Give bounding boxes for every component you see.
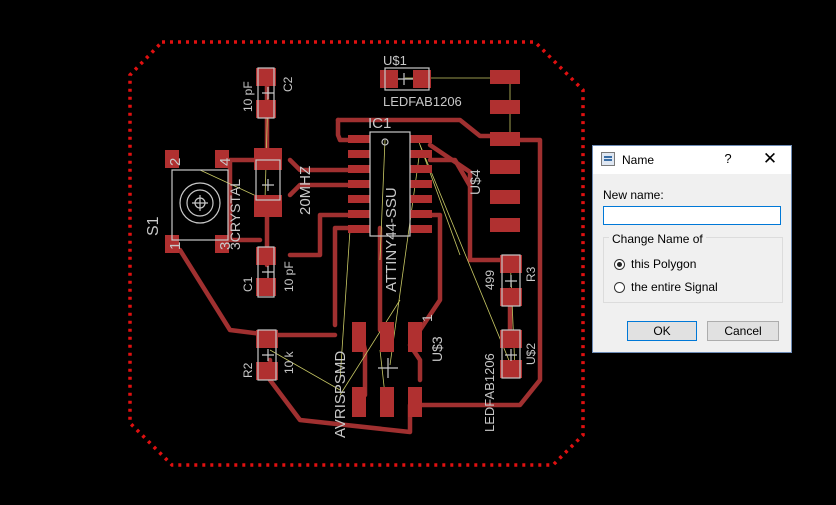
radio-entire-signal-label: the entire Signal [631, 280, 718, 294]
resistor-r3[interactable]: 499 R3 [483, 254, 538, 307]
radio-checked-icon [614, 258, 625, 270]
eagle-app-icon [601, 152, 615, 166]
radio-entire-signal[interactable]: the entire Signal [614, 279, 718, 295]
label-r2-value: 10 k [282, 350, 296, 374]
capacitor-c1[interactable]: C1 10 pF [241, 246, 296, 298]
crystal-20mhz[interactable]: 20MHZ 3CRYSTAL [227, 148, 314, 250]
dialog-titlebar[interactable]: Name ? ✕ [593, 146, 791, 174]
label-ledfab-bottom: LEDFAB1206 [482, 353, 497, 432]
name-dialog: Name ? ✕ New name: Change Name of this P… [592, 145, 792, 353]
capacitor-c2[interactable]: 10 pF C2 [241, 67, 295, 119]
cancel-button[interactable]: Cancel [707, 321, 779, 341]
label-xtal-value: 20MHZ [297, 166, 314, 215]
label-s1-pin4: 4 [217, 158, 234, 166]
resistor-r2[interactable]: R2 10 k [241, 329, 296, 381]
close-icon[interactable]: ✕ [762, 149, 778, 168]
new-name-label: New name: [603, 188, 664, 202]
label-u3-pin1: 1 [419, 314, 435, 322]
label-s1-pin2: 2 [167, 158, 184, 166]
label-avrisp: AVRISPSMD [332, 351, 349, 438]
ic1-attiny44[interactable]: IC1 ATTINY44-SSU [348, 115, 432, 292]
radio-unchecked-icon [614, 281, 625, 293]
copper-traces [177, 82, 543, 435]
header-u4[interactable]: U$4 [467, 70, 520, 232]
radio-this-polygon[interactable]: this Polygon [614, 256, 696, 272]
label-s1-pin3: 3 [217, 242, 234, 250]
switch-s1[interactable]: S1 1 2 3 4 [145, 150, 234, 253]
new-name-input[interactable] [603, 206, 781, 225]
label-ledfab-top: LEDFAB1206 [383, 94, 462, 109]
change-name-of-label: Change Name of [609, 232, 706, 246]
label-r3-value: 499 [483, 270, 497, 290]
label-ic1: IC1 [368, 115, 391, 132]
label-u2: U$2 [524, 343, 538, 365]
label-u4: U$4 [467, 169, 483, 195]
ok-button[interactable]: OK [627, 321, 697, 341]
label-usb1: U$1 [383, 53, 407, 68]
label-attiny: ATTINY44-SSU [383, 187, 400, 292]
label-c1: C1 [241, 276, 255, 292]
led-u1[interactable]: U$1 LEDFAB1206 [380, 53, 462, 109]
label-r2: R2 [241, 362, 255, 378]
avrisp-header-u3[interactable]: U$3 1 AVRISPSMD [332, 314, 445, 438]
radio-this-polygon-label: this Polygon [631, 257, 697, 271]
label-xtal-name: 3CRYSTAL [227, 179, 243, 250]
label-c1-value: 10 pF [282, 261, 296, 292]
label-r3: R3 [524, 266, 538, 282]
label-u3: U$3 [429, 336, 445, 362]
dialog-title: Name [622, 153, 655, 167]
led-u2[interactable]: U$2 LEDFAB1206 [482, 329, 538, 432]
label-s1: S1 [145, 216, 162, 236]
label-c2: C2 [281, 76, 295, 92]
label-s1-pin1: 1 [167, 242, 184, 250]
label-c2-value: 10 pF [241, 81, 255, 112]
help-button[interactable]: ? [724, 151, 732, 166]
